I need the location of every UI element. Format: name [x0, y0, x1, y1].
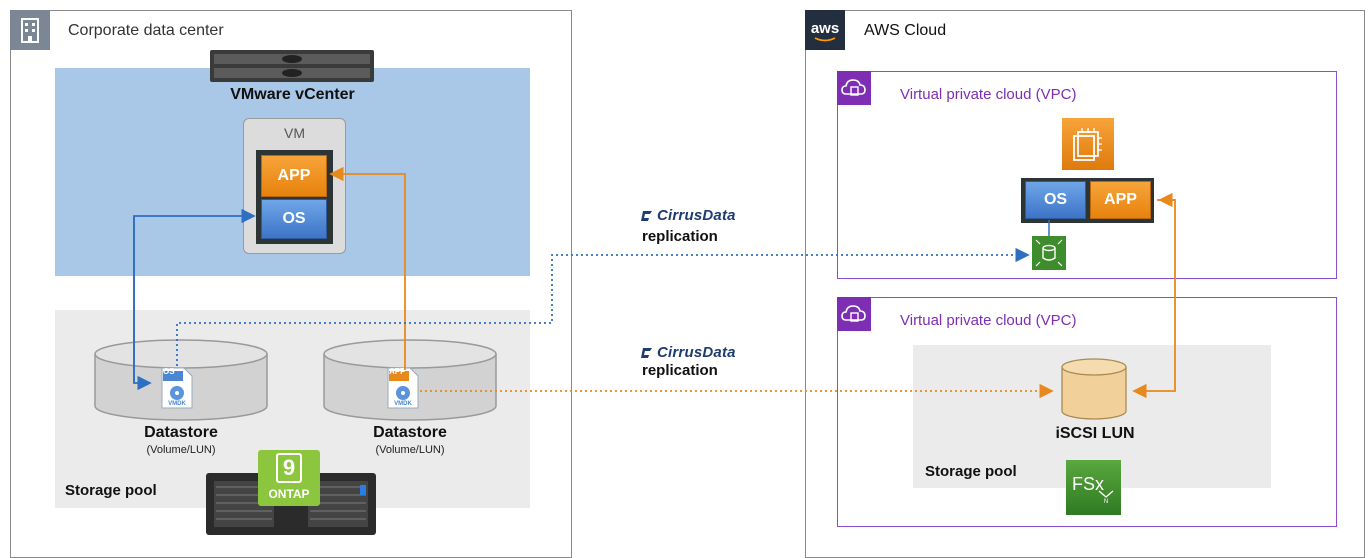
- fsx-label: FSx: [1072, 474, 1105, 494]
- aws-cloud-title: AWS Cloud: [864, 22, 947, 39]
- left-storage-pool-label: Storage pool: [65, 482, 157, 499]
- vmdk-file-icon: [386, 366, 420, 410]
- vm-app-box: APP: [261, 155, 327, 197]
- vmdk-2-sub: VMDK: [394, 401, 412, 407]
- vm-os-box: OS: [261, 199, 327, 239]
- vpc-2-title: Virtual private cloud (VPC): [900, 312, 1077, 329]
- vcenter-label: VMware vCenter: [230, 86, 355, 103]
- vmdk-1-sub: VMDK: [168, 401, 186, 407]
- aws-storage-pool-label: Storage pool: [925, 463, 1017, 480]
- iscsi-lun-label: iSCSI LUN: [1055, 425, 1135, 442]
- replication-label-1: replication: [642, 228, 718, 245]
- vpc-1-title: Virtual private cloud (VPC): [900, 86, 1077, 103]
- ontap-number: 9: [276, 453, 302, 483]
- replication-line-1: [176, 247, 1030, 366]
- aws-os-box: OS: [1025, 181, 1086, 219]
- ebs-volume-icon: [1032, 236, 1066, 270]
- cirrusdata-logo-1: CirrusData: [657, 207, 736, 224]
- building-icon: [10, 10, 50, 50]
- aws-logo-text: aws: [810, 20, 840, 37]
- ontap-label: ONTAP: [268, 487, 310, 501]
- cirrusdata-logo-2: CirrusData: [657, 344, 736, 361]
- fsx-icon: FSx N: [1066, 460, 1121, 515]
- vmdk-file-icon: [160, 366, 194, 410]
- os-link-line-start: [133, 216, 152, 391]
- aws-logo-icon: aws: [805, 10, 845, 50]
- vmdk-1-tag: OS: [163, 367, 175, 376]
- cirrusdata-mark-2: [641, 346, 653, 358]
- datastore-1-label: Datastore: [144, 424, 218, 441]
- iscsi-lun-cylinder: [1060, 357, 1128, 421]
- corporate-data-center-title: Corporate data center: [68, 22, 224, 39]
- cirrusdata-mark-1: [641, 209, 653, 221]
- datastore-2-label: Datastore: [373, 424, 447, 441]
- datastore-1-sub: (Volume/LUN): [146, 444, 216, 456]
- ec2-instance-icon: [1062, 118, 1114, 170]
- vmdk-2-tag: APP: [389, 367, 406, 376]
- svg-text:N: N: [1104, 499, 1108, 504]
- aws-app-lun-line: [1132, 199, 1176, 399]
- vpc-cloud-icon: [837, 297, 871, 331]
- vm-label: VM: [284, 125, 305, 141]
- server-icon: [210, 50, 374, 82]
- vpc-cloud-icon: [837, 71, 871, 105]
- replication-label-2: replication: [642, 362, 718, 379]
- vpc-1-panel: [837, 71, 1337, 279]
- vpc-2-panel: [837, 297, 1337, 527]
- datastore-2-sub: (Volume/LUN): [375, 444, 445, 456]
- os-link-line: [133, 208, 256, 382]
- ontap-icon: 9 ONTAP: [258, 450, 320, 506]
- app-link-line: [329, 166, 406, 370]
- aws-app-box: APP: [1090, 181, 1151, 219]
